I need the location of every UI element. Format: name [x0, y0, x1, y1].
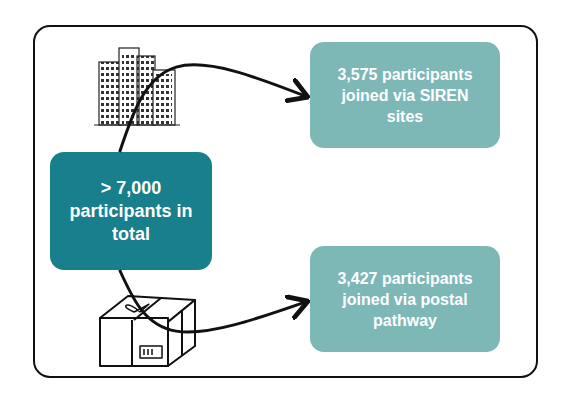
group-box: 3,427 participants joined via postal pat…: [310, 246, 500, 352]
building: [153, 70, 175, 125]
package-illustration: [100, 296, 195, 366]
building: [137, 56, 155, 125]
package-label: [140, 346, 162, 358]
package-bow: [126, 304, 149, 312]
building-windows: [156, 74, 172, 124]
flow-arrow: [120, 270, 308, 332]
building: [119, 48, 139, 125]
box-text: 3,575 participants joined via SIREN site…: [324, 64, 486, 127]
flow-arrow: [120, 65, 308, 152]
outer-frame: [34, 26, 537, 377]
package-ribbon: [132, 298, 182, 366]
building: [99, 62, 121, 125]
package-barcode: [144, 349, 152, 355]
group-box: 3,575 participants joined via SIREN site…: [310, 42, 500, 148]
ground-line: [94, 124, 180, 125]
box-text: > 7,000 participants in total: [68, 177, 194, 246]
box-text: 3,427 participants joined via postal pat…: [324, 268, 486, 331]
building-windows: [122, 52, 136, 124]
package-front: [100, 318, 168, 366]
buildings-illustration: [94, 48, 180, 125]
total-box: > 7,000 participants in total: [50, 152, 212, 270]
